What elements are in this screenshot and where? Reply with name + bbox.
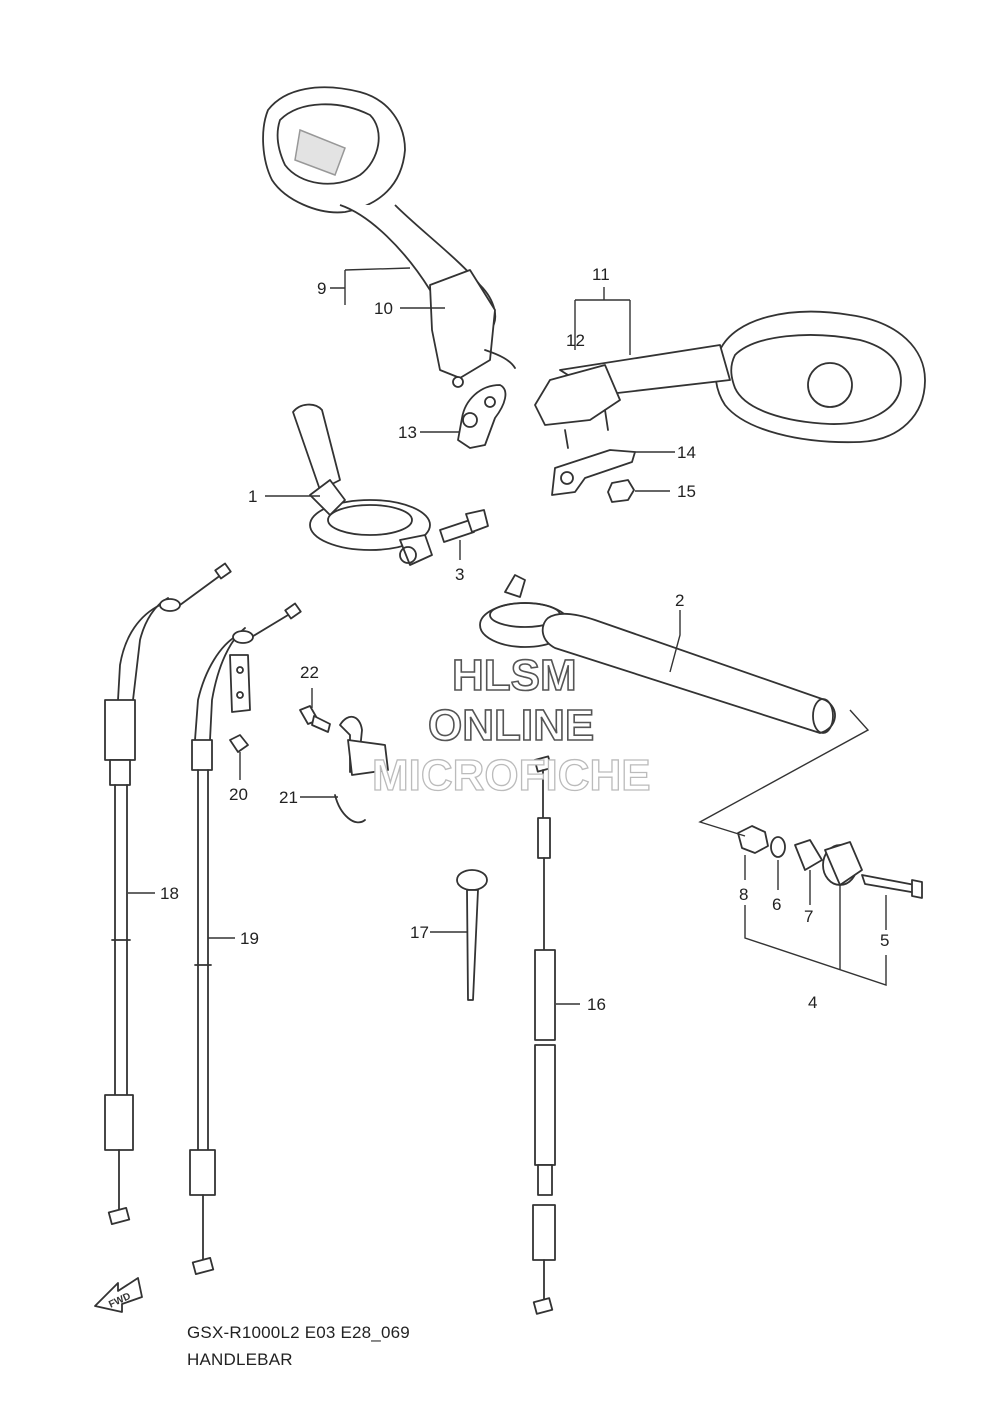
callout-6: 6 — [772, 895, 781, 914]
bar-end-weight-4[interactable] — [822, 841, 863, 886]
throttle-cable-19[interactable] — [189, 602, 302, 1276]
bracket-14[interactable] — [551, 449, 636, 496]
callout-16: 16 — [587, 995, 606, 1014]
callout-11: 11 — [592, 265, 610, 284]
nut-15[interactable] — [607, 479, 635, 503]
spacer-7[interactable] — [794, 839, 823, 871]
cable-tie-17[interactable] — [456, 869, 488, 1001]
callout-labels: 1 2 3 4 5 6 7 8 9 10 11 12 13 14 15 16 1… — [160, 265, 889, 1014]
callout-10: 10 — [374, 299, 393, 318]
watermark-line-2: ONLINE — [428, 701, 594, 750]
bolt-20[interactable] — [229, 734, 249, 753]
callout-4: 4 — [808, 993, 817, 1012]
mirror-right[interactable] — [534, 310, 926, 449]
callout-7: 7 — [804, 907, 813, 926]
washer-6[interactable] — [770, 836, 786, 858]
callout-22: 22 — [300, 663, 319, 682]
watermark: HLSM ONLINE MICROFICHE — [371, 650, 651, 800]
throttle-cable-18[interactable] — [104, 562, 232, 1226]
mirror-left[interactable] — [262, 86, 516, 388]
callout-21: 21 — [279, 788, 298, 807]
callout-20: 20 — [229, 785, 248, 804]
bar-end-collar-8[interactable] — [737, 825, 769, 854]
callout-2: 2 — [675, 591, 684, 610]
callout-19: 19 — [240, 929, 259, 948]
fwd-arrow-icon: FWD — [94, 1277, 143, 1313]
handlebar-right-2[interactable] — [479, 574, 836, 734]
clutch-cable-16[interactable] — [532, 755, 556, 1315]
cable-guide-21[interactable] — [334, 716, 389, 824]
leader-lines — [128, 267, 887, 1005]
callout-15: 15 — [677, 482, 696, 501]
callout-13: 13 — [398, 423, 417, 442]
callout-12: 12 — [566, 331, 585, 350]
bolt-22[interactable] — [299, 705, 331, 733]
callout-3: 3 — [455, 565, 464, 584]
bracket-13[interactable] — [457, 384, 507, 449]
callout-9: 9 — [317, 279, 326, 298]
watermark-line-1: HLSM — [452, 651, 577, 700]
handlebar-left-1[interactable] — [292, 403, 433, 566]
callout-5: 5 — [880, 931, 889, 950]
diagram-title: HANDLEBAR — [187, 1350, 293, 1369]
callout-17: 17 — [410, 923, 429, 942]
watermark-line-3: MICROFICHE — [372, 751, 651, 800]
diagram-model-caption: GSX-R1000L2 E03 E28_069 — [187, 1323, 410, 1342]
callout-1: 1 — [248, 487, 257, 506]
bolt-3[interactable] — [439, 509, 489, 543]
screw-5[interactable] — [861, 874, 923, 899]
callout-8: 8 — [739, 885, 748, 904]
callout-14: 14 — [677, 443, 696, 462]
callout-18: 18 — [160, 884, 179, 903]
